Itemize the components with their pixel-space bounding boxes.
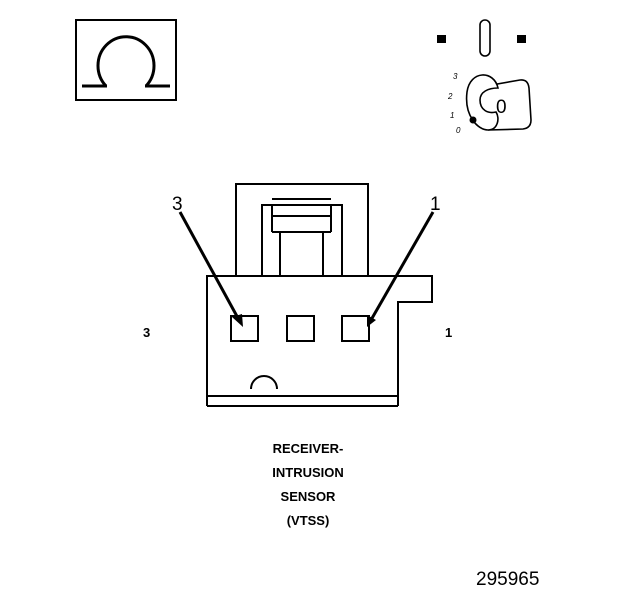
caption-line-1: RECEIVER- (272, 441, 344, 456)
switch-position-3: 3 (453, 72, 458, 81)
pin-callout-1: 1 (430, 194, 441, 215)
switch-position-2: 2 (447, 92, 453, 101)
caption-line-4: (VTSS) (286, 513, 330, 528)
caption-line-2: INTRUSION (272, 465, 344, 480)
key-position-label: 0 (496, 97, 507, 118)
terminal-cavity-1 (341, 315, 370, 342)
terminal-cavity-3 (230, 315, 259, 342)
switch-position-0: 0 (456, 126, 461, 135)
pin-callout-3: 3 (172, 194, 183, 215)
key-slot-icon (479, 19, 491, 57)
caption-line-3: SENSOR (280, 489, 336, 504)
ohmmeter-symbol (75, 19, 177, 101)
side-pin-label-1: 1 (445, 325, 453, 340)
omega-icon (82, 35, 170, 88)
terminal-cavity-2 (286, 315, 315, 342)
contact-right-icon (517, 35, 526, 43)
connector-housing (206, 183, 433, 407)
callout-arrow-pin-1 (369, 211, 435, 321)
figure-number: 295965 (476, 569, 540, 590)
pin-callout-arrows (178, 211, 435, 327)
ignition-switch-symbol (437, 19, 532, 131)
switch-position-1: 1 (450, 111, 454, 120)
side-pin-label-3: 3 (143, 325, 151, 340)
ignition-key-icon (465, 74, 532, 131)
callout-arrow-pin-3 (178, 211, 241, 321)
contact-left-icon (437, 35, 446, 43)
